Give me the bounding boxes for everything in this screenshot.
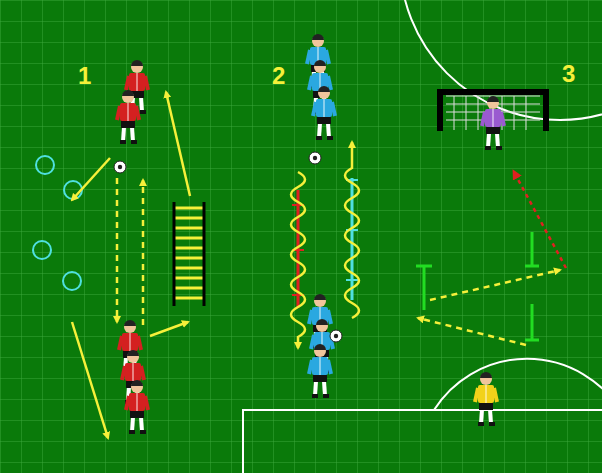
station-number: 3 (562, 62, 575, 86)
station-number: 2 (272, 64, 285, 88)
agility-ladder (174, 202, 204, 306)
station-number: 1 (78, 64, 91, 88)
